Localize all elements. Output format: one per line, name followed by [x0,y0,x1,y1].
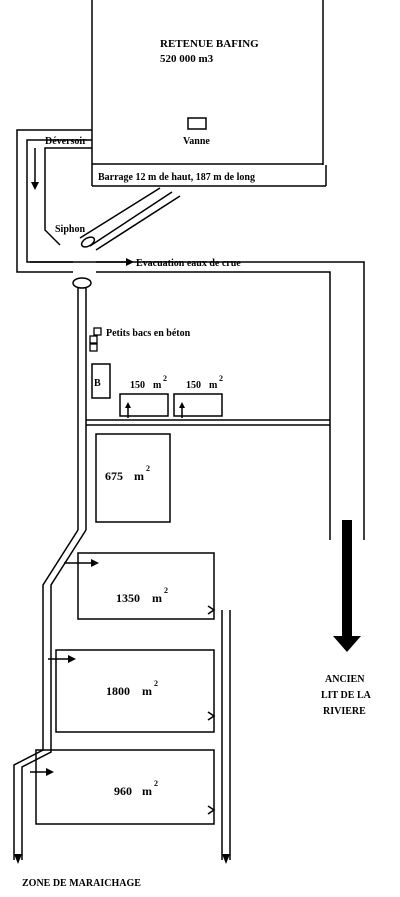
plot-150-b-label: 150 m 2 [186,374,223,391]
plot-1350-label: 1350 m 2 [116,586,168,605]
svg-text:2: 2 [154,779,158,788]
spillway-channel [16,129,92,273]
plot-150-a-label: 150 m 2 [130,374,167,391]
zone-label: ZONE DE MARAICHAGE [22,878,141,889]
distribution-channel [86,419,330,426]
svg-text:2: 2 [146,464,150,473]
svg-text:m: m [153,380,162,391]
svg-text:2: 2 [164,586,168,595]
flood-channel [30,258,365,540]
svg-text:2: 2 [163,374,167,383]
river-label-3: RIVIERE [323,706,366,717]
plot-1800 [55,649,215,733]
basin-b-label: B [94,378,101,389]
plot-150-arrows [125,402,185,418]
reservoir-title: RETENUE BAFING [160,38,259,50]
plot-150-b [173,393,223,417]
gate-label: Vanne [183,136,210,147]
concrete-basins [89,327,102,352]
river-label-2: LIT DE LA [321,690,372,701]
svg-text:150: 150 [186,380,201,391]
svg-text:1800: 1800 [106,684,130,698]
basin-b-box [91,363,111,399]
plot-960-label: 960 m 2 [114,779,158,798]
reservoir-volume: 520 000 m3 [160,53,214,65]
plot-675 [95,433,171,523]
svg-text:960: 960 [114,784,132,798]
svg-text:m: m [152,591,162,605]
svg-text:m: m [209,380,218,391]
drainage-channel [207,605,231,864]
plot-150-a [119,393,169,417]
plot-inlet-arrows [30,559,99,776]
svg-text:150: 150 [130,380,145,391]
svg-text:m: m [134,469,144,483]
siphon-label: Siphon [55,224,85,235]
dam-bar [91,165,327,187]
gate-box [187,117,207,130]
svg-text:m: m [142,684,152,698]
svg-text:1350: 1350 [116,591,140,605]
plot-960 [35,749,215,825]
plot-1800-label: 1800 m 2 [106,679,158,698]
siphon-pipe [79,187,181,251]
svg-text:675: 675 [105,469,123,483]
river-label-1: ANCIEN [325,674,365,685]
plot-1350 [77,552,215,620]
svg-text:2: 2 [154,679,158,688]
svg-text:m: m [142,784,152,798]
main-feeder-pipe [13,277,92,864]
plot-675-label: 675 m 2 [105,464,150,483]
river-arrow [333,520,361,652]
flood-label: Evacuation eaux de crue [136,258,241,269]
basins-label: Petits bacs en béton [106,328,191,339]
svg-text:2: 2 [219,374,223,383]
dam-label: Barrage 12 m de haut, 187 m de long [98,172,255,183]
spillway-label: Déversoir [45,136,87,147]
